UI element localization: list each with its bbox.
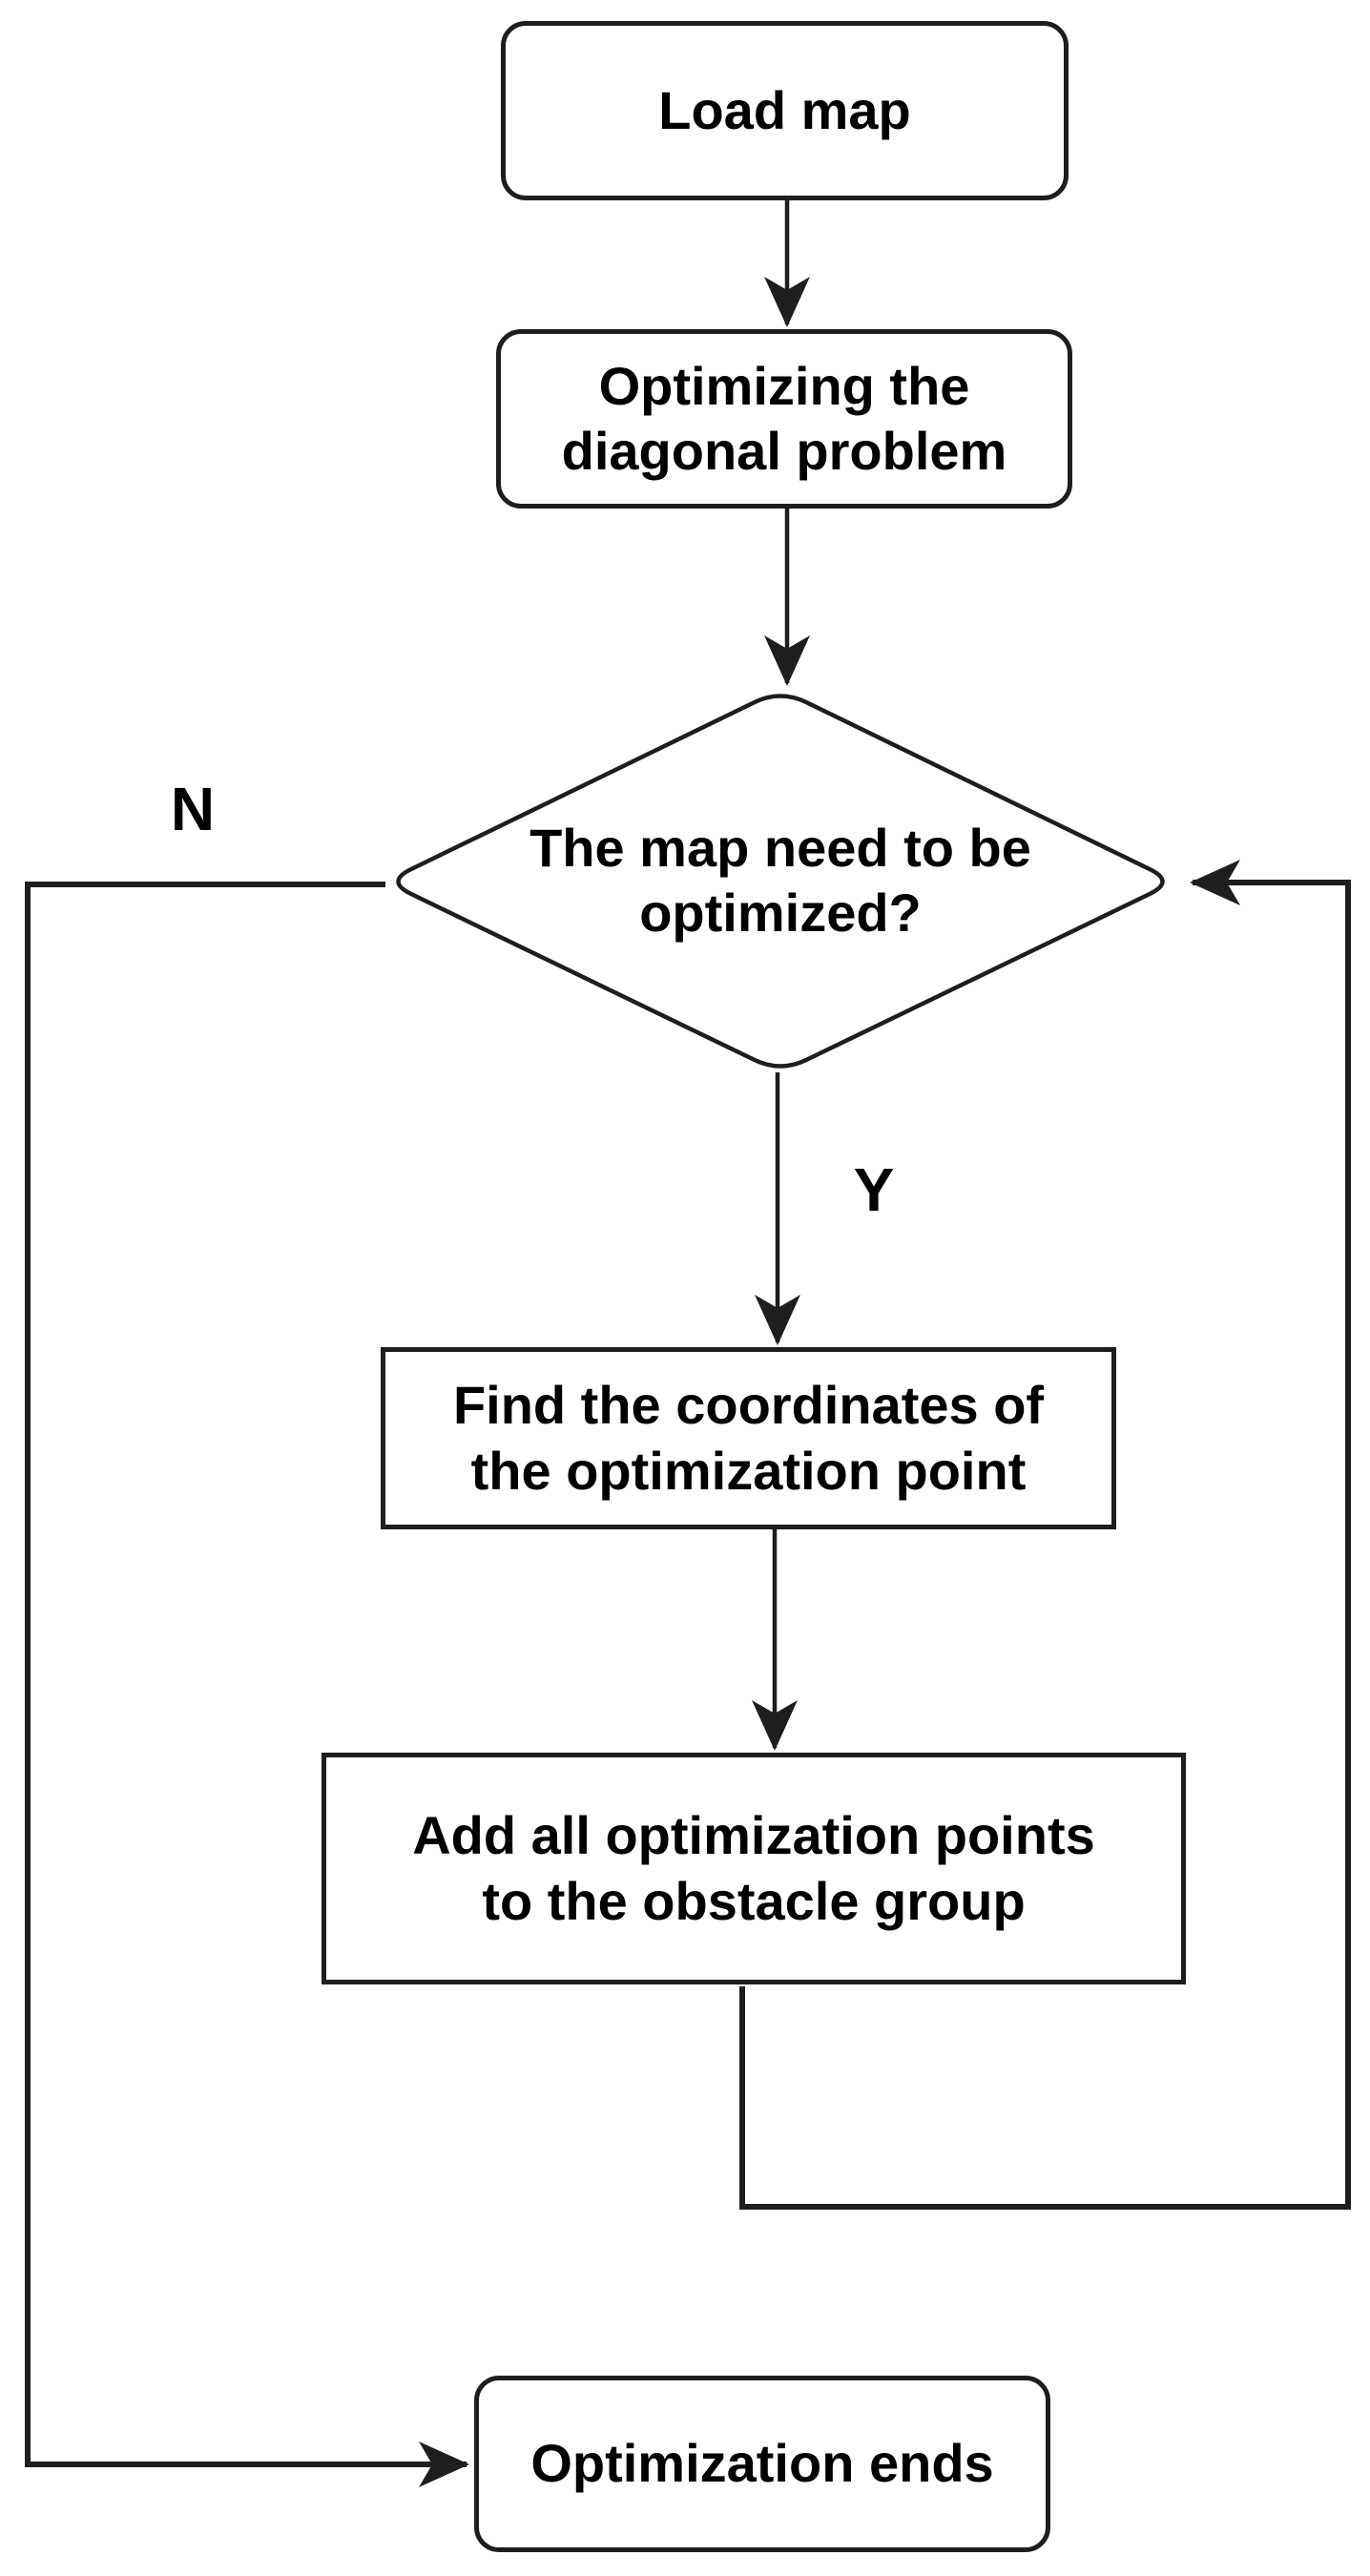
edge-decision-no-to-ends: [25, 882, 469, 2487]
branch-label-no: N: [170, 775, 216, 843]
node-find-coordinates-label: Find the coordinates of the optimization…: [452, 1375, 1045, 1501]
branch-label-yes: Y: [853, 1155, 895, 1224]
node-optimize-diagonal: Optimizing the diagonal problem: [496, 329, 1072, 509]
edge-add-loop-to-decision: [739, 860, 1351, 2210]
node-optimization-ends-label: Optimization ends: [530, 2433, 994, 2494]
node-add-points: Add all optimization points to the obsta…: [322, 1753, 1186, 1984]
node-optimize-diagonal-label: Optimizing the diagonal problem: [561, 355, 1007, 481]
node-load-map-label: Load map: [658, 79, 911, 140]
node-add-points-label: Add all optimization points to the obsta…: [412, 1805, 1095, 1931]
decision-diamond-shape: [396, 694, 1165, 1069]
node-find-coordinates: Find the coordinates of the optimization…: [381, 1347, 1116, 1529]
node-load-map: Load map: [501, 21, 1069, 200]
decision-map-need-optimized: The map need to be optimized?: [437, 761, 1124, 1000]
decision-map-need-optimized-label: The map need to be optimized?: [529, 817, 1031, 943]
node-optimization-ends: Optimization ends: [474, 2376, 1050, 2552]
